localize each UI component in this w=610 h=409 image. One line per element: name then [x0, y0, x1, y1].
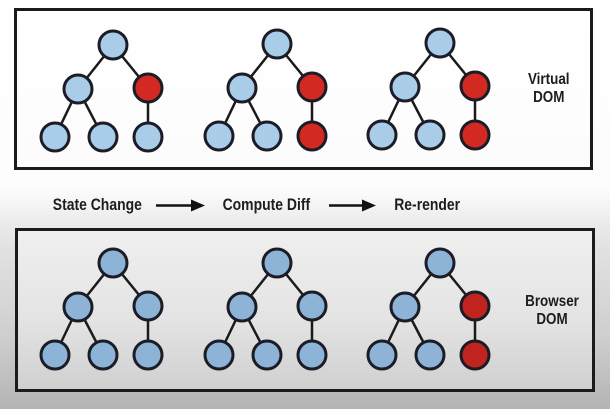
flow-step-re-render: Re-render [384, 195, 470, 215]
flow-step-state-change-text: State Change [52, 195, 143, 214]
browser-dom-label: Browser DOM [502, 293, 602, 329]
arrow-right-icon [329, 199, 376, 212]
browser-dom-label-text: Browser DOM [525, 293, 579, 328]
flow-step-compute-diff: Compute Diff [208, 195, 324, 215]
virtual-dom-label: Virtual DOM [499, 71, 599, 107]
virtual-dom-label-text: Virtual DOM [528, 71, 570, 106]
flow-step-re-render-text: Re-render [394, 195, 460, 214]
flow-step-state-change: State Change [40, 195, 155, 215]
arrow-right-icon [156, 199, 205, 212]
flow-step-compute-diff-text: Compute Diff [222, 195, 310, 214]
